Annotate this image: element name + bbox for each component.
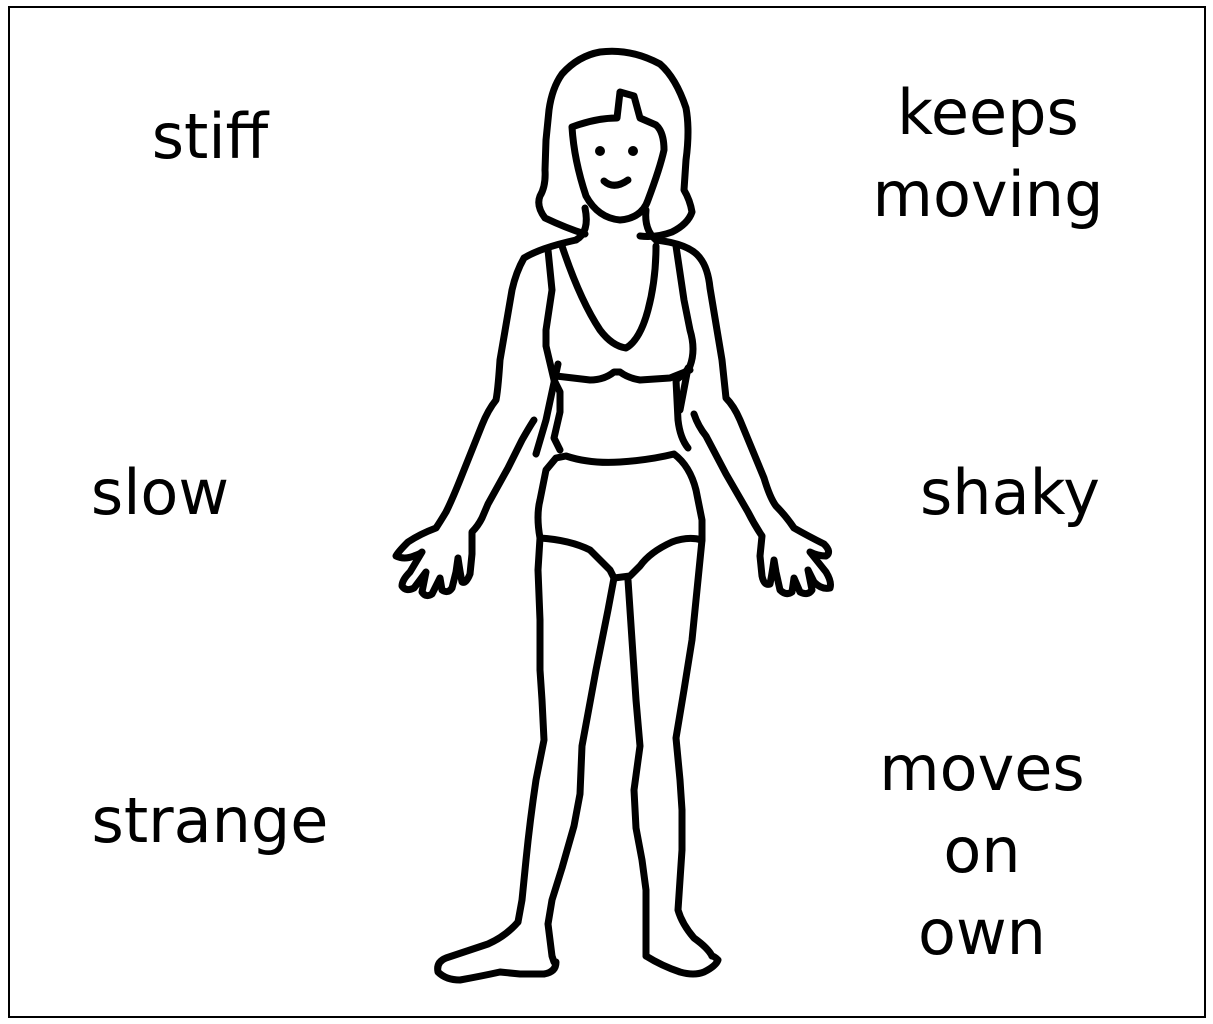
hair-outline <box>539 51 692 236</box>
right-leg-outer <box>676 540 712 956</box>
left-leg-outer <box>518 538 544 922</box>
right-eye <box>628 146 638 156</box>
neck-left <box>576 208 586 240</box>
left-leg-inner <box>548 578 614 962</box>
top-left-cup <box>562 246 656 348</box>
pants <box>538 454 702 578</box>
left-foot <box>438 922 556 980</box>
face-outline <box>572 92 664 220</box>
torso-right <box>676 246 693 448</box>
right-leg-inner <box>628 580 646 956</box>
top-band <box>556 370 690 380</box>
left-eye <box>595 146 605 156</box>
right-foot <box>646 956 718 974</box>
mouth <box>604 180 628 185</box>
